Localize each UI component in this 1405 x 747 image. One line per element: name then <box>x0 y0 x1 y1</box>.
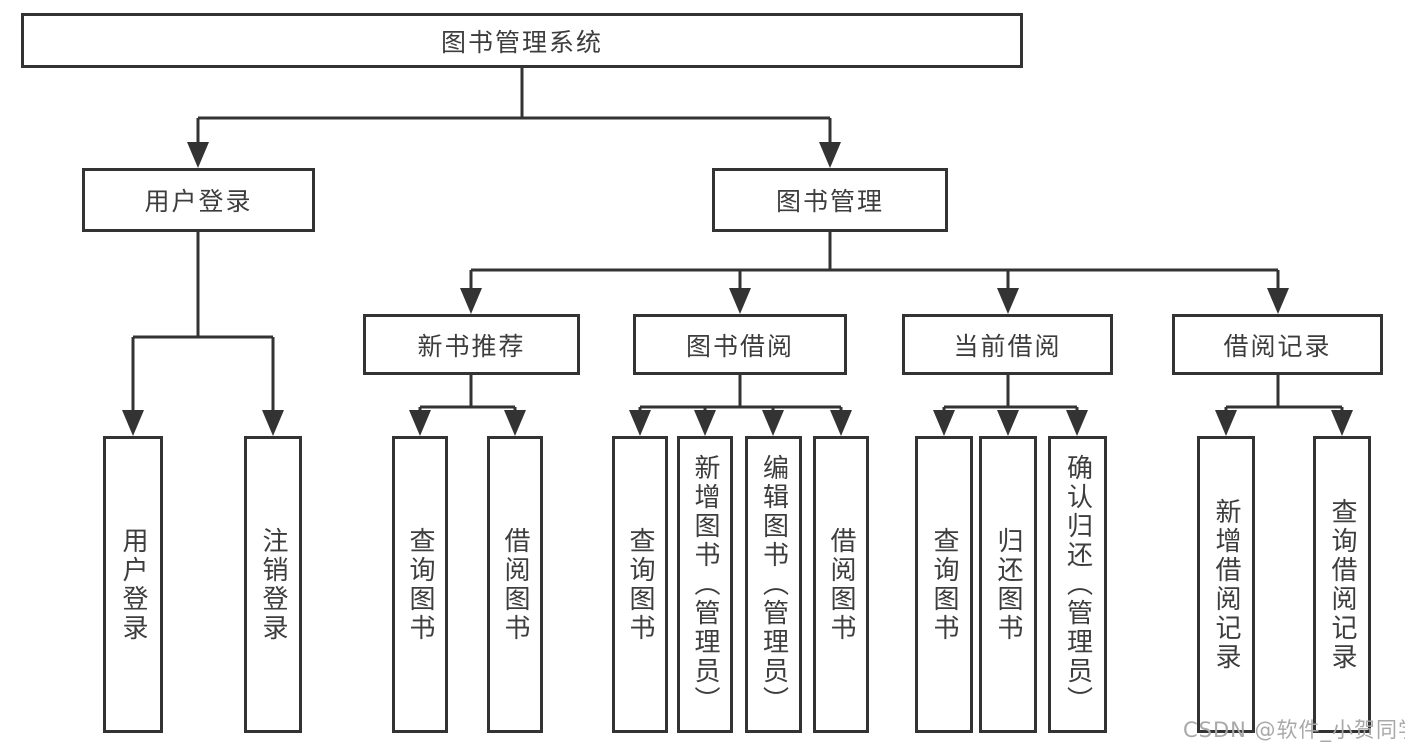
leaf-records-query-record-label: 查询借阅记录 <box>1327 497 1357 672</box>
leaf-current-query-books: 查询图书 <box>915 436 973 733</box>
connector-borrowing-to-leaves <box>629 375 852 436</box>
new-book-recommend-node: 新书推荐 <box>363 314 580 375</box>
leaf-logout-login: 注销登录 <box>244 436 302 733</box>
connector-current-to-leaves <box>933 375 1088 436</box>
root-node-library-system: 图书管理系统 <box>21 13 1023 68</box>
connector-bookmgmt-to-level3 <box>460 232 1289 314</box>
new-book-recommend-node-label: 新书推荐 <box>417 331 526 361</box>
user-login-node-label: 用户登录 <box>144 187 253 216</box>
book-management-node-label: 图书管理 <box>775 187 884 216</box>
leaf-recommend-query-books: 查询图书 <box>392 436 448 733</box>
connector-root-to-level2 <box>187 68 841 168</box>
leaf-borrowing-edit-books-admin: 编辑图书（管理员） <box>745 436 802 733</box>
csdn-watermark: CSDN @软件_小贺同学 <box>1183 718 1405 742</box>
leaf-current-return-books: 归还图书 <box>979 436 1037 733</box>
current-borrowing-node: 当前借阅 <box>902 314 1113 375</box>
leaf-recommend-borrow-books: 借阅图书 <box>487 436 543 733</box>
leaf-borrowing-query-books: 查询图书 <box>612 436 668 733</box>
book-borrowing-node: 图书借阅 <box>633 314 847 375</box>
borrowing-records-node: 借阅记录 <box>1172 314 1383 375</box>
leaf-records-query-record: 查询借阅记录 <box>1313 436 1371 733</box>
connector-records-to-leaves <box>1215 375 1353 436</box>
user-login-node: 用户登录 <box>82 168 315 232</box>
book-borrowing-node-label: 图书借阅 <box>685 331 794 361</box>
leaf-logout-login-label: 注销登录 <box>258 526 288 643</box>
leaf-current-query-books-label: 查询图书 <box>929 526 959 643</box>
leaf-recommend-borrow-books-label: 借阅图书 <box>500 526 530 643</box>
leaf-borrowing-borrow-books: 借阅图书 <box>813 436 869 733</box>
leaf-borrowing-add-books-admin-label: 新增图书（管理员） <box>690 454 720 715</box>
root-node-label: 图书管理系统 <box>440 27 603 57</box>
leaf-borrowing-edit-books-admin-label: 编辑图书（管理员） <box>758 454 789 715</box>
leaf-borrowing-borrow-books-label: 借阅图书 <box>826 526 856 643</box>
borrowing-records-node-label: 借阅记录 <box>1223 331 1332 361</box>
connector-recommend-to-leaves <box>409 375 526 436</box>
leaf-recommend-query-books-label: 查询图书 <box>405 526 435 643</box>
current-borrowing-node-label: 当前借阅 <box>953 331 1062 361</box>
leaf-user-login-label: 用户登录 <box>118 526 148 643</box>
leaf-user-login: 用户登录 <box>103 436 163 733</box>
leaf-records-add-record: 新增借阅记录 <box>1197 436 1255 733</box>
leaf-current-return-books-label: 归还图书 <box>993 526 1023 643</box>
leaf-current-confirm-return-admin: 确认归还（管理员） <box>1048 436 1107 733</box>
leaf-borrowing-add-books-admin: 新增图书（管理员） <box>677 436 733 733</box>
connector-userlogin-to-leaves <box>122 232 284 436</box>
leaf-current-confirm-return-admin-label: 确认归还（管理员） <box>1062 454 1093 715</box>
leaf-records-add-record-label: 新增借阅记录 <box>1211 497 1241 672</box>
book-management-node: 图书管理 <box>712 168 948 232</box>
leaf-borrowing-query-books-label: 查询图书 <box>625 526 655 643</box>
